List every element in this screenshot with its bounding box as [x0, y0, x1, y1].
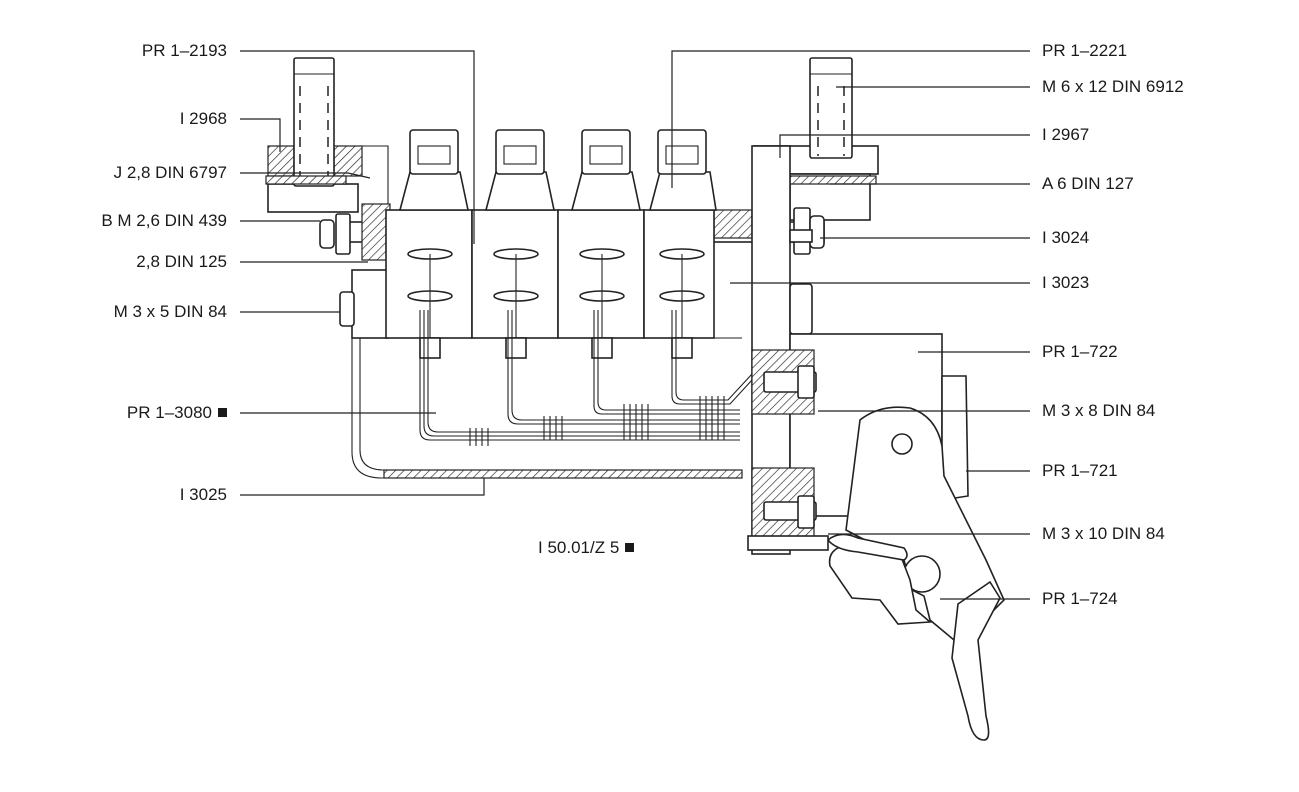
square-marker-icon — [218, 408, 227, 417]
base-bracket-section — [383, 469, 743, 479]
label-m-6x12-din-6912: M 6 x 12 DIN 6912 — [1042, 77, 1184, 96]
right-bolt — [809, 57, 853, 159]
label-i-3023: I 3023 — [1042, 273, 1090, 292]
label-j-2-8-din-6797: J 2,8 DIN 6797 — [113, 163, 227, 182]
square-marker-icon — [625, 543, 635, 552]
label-pr-1-2221: PR 1–2221 — [1042, 41, 1128, 60]
label-pr-1-724: PR 1–724 — [1042, 589, 1118, 608]
label-i-3025: I 3025 — [179, 485, 227, 504]
label-a-6-din-127: A 6 DIN 127 — [1042, 174, 1134, 193]
base-bracket-outer — [351, 338, 742, 479]
label-i-2967: I 2967 — [1042, 125, 1090, 144]
label-b-m-2-6-din-439: B M 2,6 DIN 439 — [101, 211, 227, 230]
wire-harness — [419, 310, 753, 441]
label-pr-1-721: PR 1–721 — [1042, 461, 1118, 480]
label-pr-1-3080: PR 1–3080 — [127, 403, 227, 423]
label-2-8-din-125: 2,8 DIN 125 — [136, 252, 227, 271]
harness-bands — [469, 396, 725, 446]
label-i-3024: I 3024 — [1042, 228, 1090, 247]
label-i-2968: I 2968 — [179, 109, 227, 128]
label-m-3x8-din-84: M 3 x 8 DIN 84 — [1042, 401, 1156, 420]
left-washer-hatch — [267, 145, 295, 177]
label-i-50-01-z5: I 50.01/Z 5 — [538, 538, 635, 558]
left-mount-plate — [267, 183, 359, 213]
label-m-3x5-din-84: M 3 x 5 DIN 84 — [113, 302, 227, 321]
label-m-3x10-din-84: M 3 x 10 DIN 84 — [1042, 524, 1165, 543]
leader-lines — [240, 50, 1030, 600]
left-bolt — [293, 57, 335, 187]
label-pr-1-722: PR 1–722 — [1042, 342, 1118, 361]
label-pr-1-2193: PR 1–2193 — [141, 41, 227, 60]
lever — [845, 406, 1005, 652]
switch-modules — [385, 129, 717, 359]
